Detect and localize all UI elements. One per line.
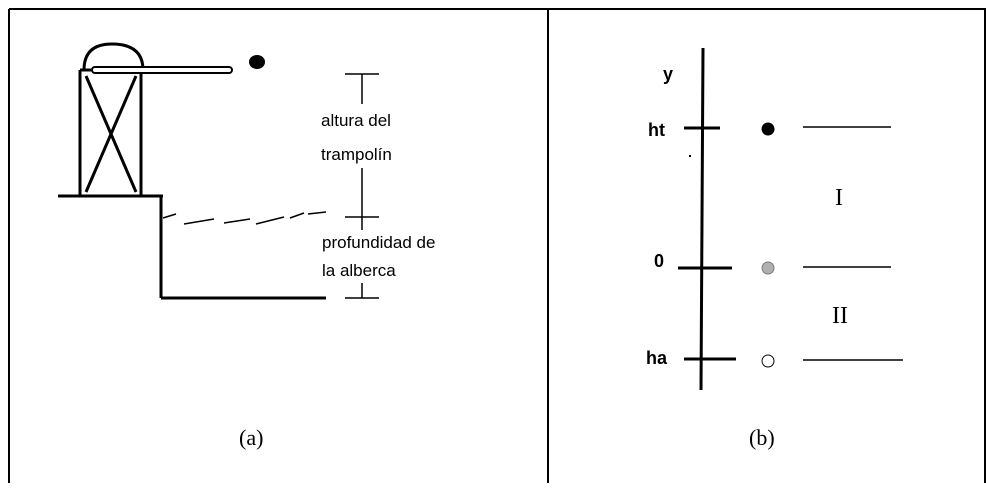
marker-middle — [761, 261, 775, 275]
speck — [689, 155, 691, 157]
height-label-line2: trampolín — [321, 145, 392, 164]
tick-label-ha: ha — [646, 348, 668, 368]
height-label-line1: altura del — [321, 111, 391, 130]
depth-dimension — [345, 217, 379, 299]
marker-top — [761, 122, 775, 136]
water-surface — [162, 211, 327, 225]
diver-dot — [249, 55, 265, 69]
caption-b: (b) — [749, 425, 775, 450]
region-label-lower: II — [832, 303, 848, 329]
pool-outline — [58, 194, 326, 300]
caption-a: (a) — [239, 425, 263, 450]
marker-bottom — [761, 354, 775, 368]
springboard — [91, 66, 233, 74]
depth-label-line1: profundidad de — [322, 233, 435, 252]
axis-ticks — [678, 126, 736, 361]
axis-label-y: y — [663, 64, 673, 84]
figure-frame — [8, 8, 986, 483]
y-axis — [699, 47, 705, 391]
level-lines — [803, 126, 903, 361]
diving-tower — [78, 42, 145, 196]
depth-label-line2: la alberca — [322, 261, 396, 280]
region-label-upper: I — [835, 185, 843, 211]
tick-label-ht: ht — [648, 120, 665, 140]
panel-b: y ht 0 ha I II (b) — [646, 47, 903, 450]
panel-a: altura del trampolín profundidad de la a… — [58, 42, 435, 450]
tick-label-zero: 0 — [654, 251, 664, 271]
